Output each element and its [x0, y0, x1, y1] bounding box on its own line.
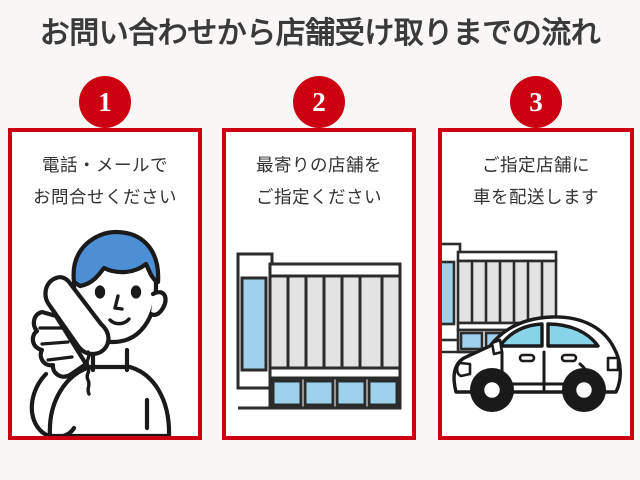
- step-number-badge-3: 3: [510, 76, 562, 128]
- step-number-badge-2: 2: [293, 76, 345, 128]
- step-number-badge-1: 1: [79, 76, 131, 128]
- step-caption-1: 電話・メールで お問合せください: [12, 150, 198, 214]
- step-caption-3: ご指定店舗に 車を配送します: [442, 150, 630, 214]
- step-caption-line-1: 電話・メールで: [42, 156, 168, 176]
- step-caption-line-2: ご指定ください: [256, 188, 382, 208]
- dealership-building-illustration: [226, 224, 412, 436]
- step-card-1: 電話・メールで お問合せください: [8, 128, 202, 440]
- step-caption-2: 最寄りの店舗を ご指定ください: [226, 150, 412, 214]
- step-caption-line-1: 最寄りの店舗を: [256, 156, 382, 176]
- step-caption-line-2: お問合せください: [33, 188, 177, 208]
- car-at-dealership-illustration: [442, 224, 630, 436]
- step-caption-line-2: 車を配送します: [473, 188, 599, 208]
- step-card-3: ご指定店舗に 車を配送します: [438, 128, 634, 440]
- person-on-phone-illustration: [12, 224, 198, 436]
- step-caption-line-1: ご指定店舗に: [482, 156, 590, 176]
- step-card-2: 最寄りの店舗を ご指定ください: [222, 128, 416, 440]
- page-title: お問い合わせから店舗受け取りまでの流れ: [39, 16, 601, 51]
- car-shape: [452, 315, 622, 412]
